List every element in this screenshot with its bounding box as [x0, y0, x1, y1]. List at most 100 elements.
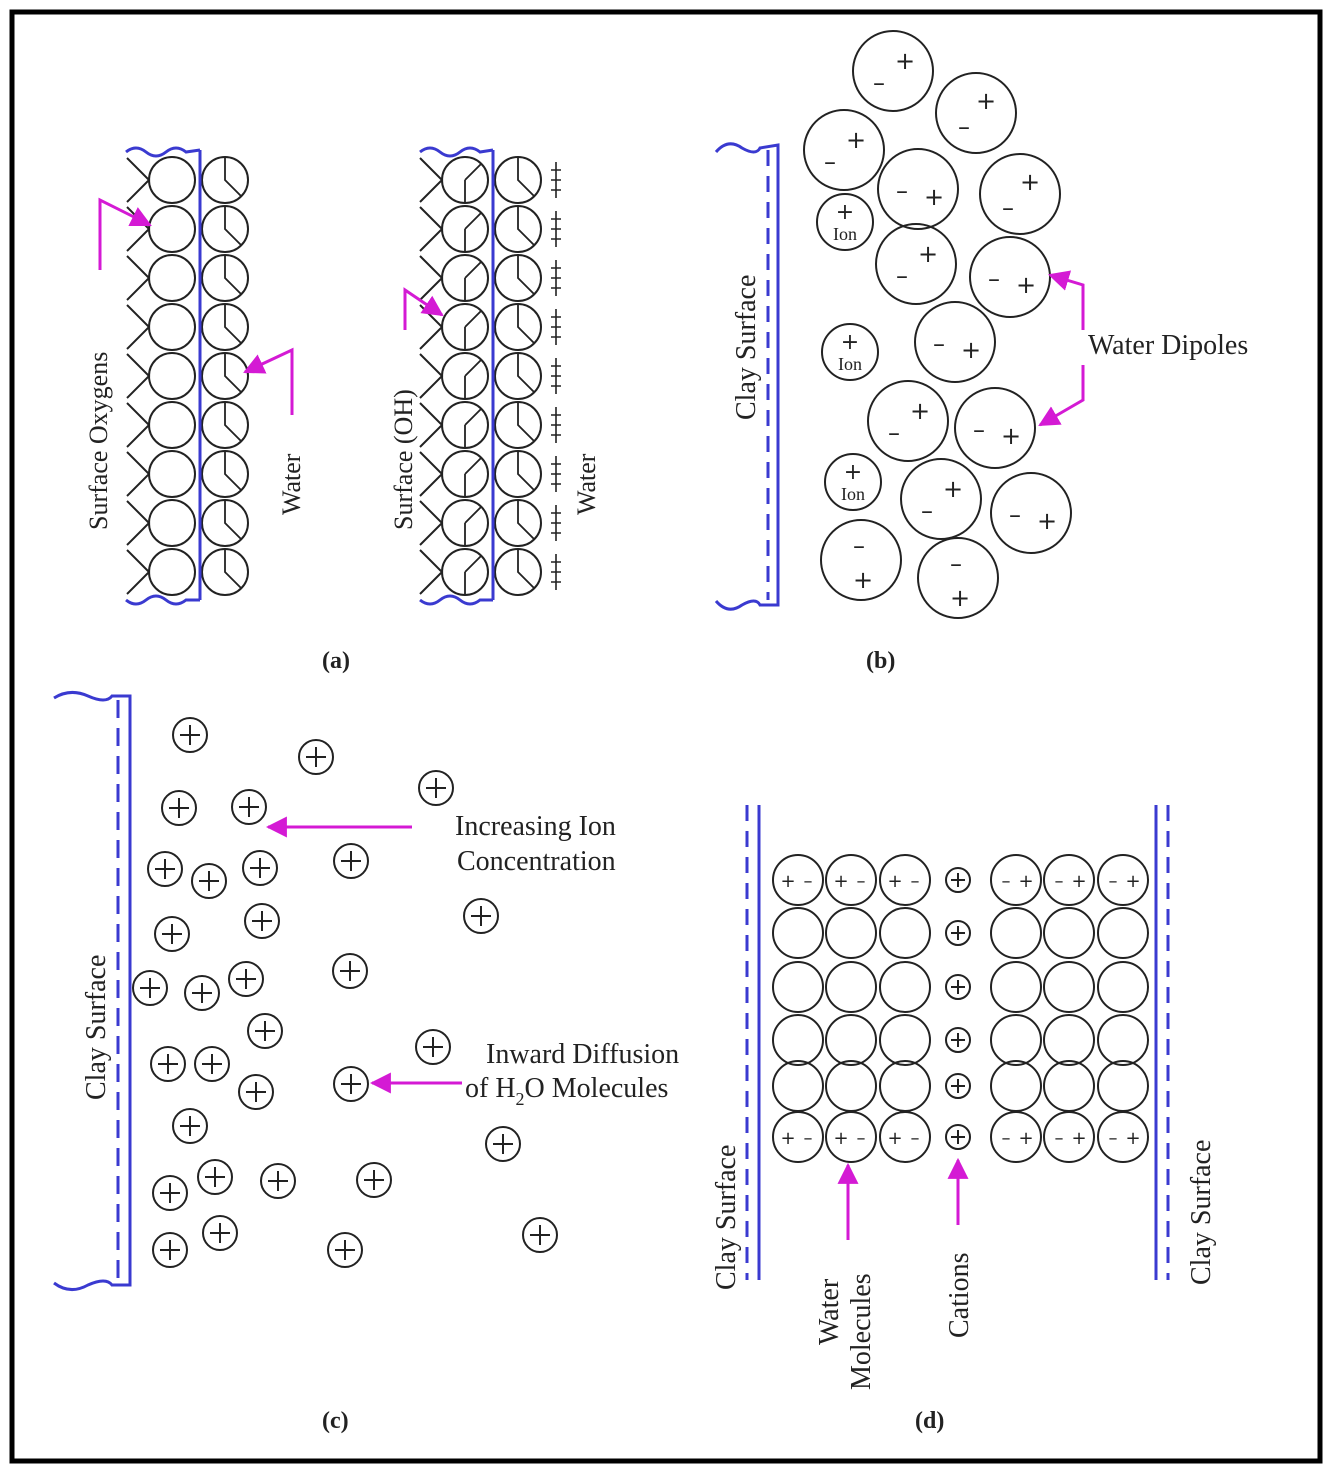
a2-zigzag-8 — [419, 549, 444, 595]
water-molecule-2-4 — [1043, 961, 1095, 1013]
a2-zigzag-6 — [419, 451, 444, 497]
label-concentration: Concentration — [457, 846, 616, 877]
water-dipole-1 — [935, 72, 1017, 154]
water-molecule-1-3 — [990, 907, 1042, 959]
a1-zigzag-7 — [126, 500, 151, 546]
dipole-minus-6: – — [988, 265, 1000, 293]
cation-d-plus-4 — [951, 1079, 965, 1093]
dipole-plus-7: + — [961, 336, 981, 364]
water-molecule-5-3 — [990, 1111, 1042, 1163]
cation-plus-4 — [239, 797, 259, 817]
dipole-plus-10: + — [943, 475, 963, 503]
a1-water-bond-8 — [224, 549, 242, 589]
cation-plus-2 — [426, 778, 446, 798]
cation-5 — [147, 851, 183, 887]
a2-h-ticks-6 — [551, 456, 561, 492]
cation-plus-27 — [160, 1183, 180, 1203]
caption-a: (a) — [322, 648, 350, 674]
wm-sign-b-0-2: – — [911, 871, 920, 892]
a2-h-ticks-5 — [551, 407, 561, 443]
ion-label-0: Ion — [833, 224, 857, 244]
a1-water-bond-1 — [224, 206, 242, 246]
cation-10 — [154, 916, 190, 952]
wm-sign-b-5-4: + — [1071, 1128, 1086, 1149]
wm-sign-a-0-2: + — [887, 871, 902, 892]
dipole-minus-4: – — [1002, 194, 1014, 222]
label-inward-diffusion: Inward Diffusion — [486, 1039, 679, 1070]
water-molecule-5-1 — [825, 1111, 877, 1163]
wm-sign-a-5-0: + — [780, 1128, 795, 1149]
ion-plus-2: + — [844, 460, 862, 485]
surface-bracket-a2-bottom — [419, 594, 493, 606]
a1-water-bond-0 — [224, 157, 242, 197]
dipole-minus-10: – — [921, 497, 933, 525]
cation-d-4 — [945, 1073, 971, 1099]
wm-sign-b-0-4: + — [1071, 871, 1086, 892]
surface-bracket-a2 — [419, 146, 494, 158]
dipole-plus-4: + — [1020, 168, 1040, 196]
cation-14 — [228, 961, 264, 997]
cation-plus-12 — [140, 978, 160, 998]
water-molecule-0-3 — [990, 854, 1042, 906]
cation-d-plus-1 — [951, 926, 965, 940]
a2-h-ticks-1 — [551, 211, 561, 247]
cation-d-5 — [945, 1124, 971, 1150]
wm-sign-a-5-2: + — [887, 1128, 902, 1149]
cation-23 — [485, 1126, 521, 1162]
water-molecule-4-0 — [772, 1060, 824, 1112]
ion-circle-1 — [821, 323, 879, 381]
cation-1 — [298, 739, 334, 775]
water-molecule-0-5 — [1097, 854, 1149, 906]
cation-plus-28 — [210, 1223, 230, 1243]
h2o-suffix: O Molecules — [525, 1073, 669, 1104]
dipole-plus-9: + — [1001, 422, 1021, 450]
water-molecule-3-2 — [879, 1014, 931, 1066]
a1-oxygen-2 — [148, 254, 196, 302]
label-clay-surface-c: Clay Surface — [81, 955, 112, 1100]
label-water-a2: Water — [572, 453, 601, 515]
a1-zigzag-3 — [126, 304, 151, 350]
a2-oh-bond-1 — [464, 212, 482, 252]
a2-h-ticks-7 — [551, 505, 561, 541]
water-molecule-1-0 — [772, 907, 824, 959]
surface-oh-stack — [419, 156, 561, 596]
a1-zigzag-2 — [126, 255, 151, 301]
clay-surface-bracket-b — [714, 142, 780, 611]
cation-d-plus-3 — [951, 1033, 965, 1047]
dipole-minus-1: – — [958, 113, 970, 141]
a2-h-ticks-4 — [551, 358, 561, 394]
water-molecule-3-3 — [990, 1014, 1042, 1066]
cation-d-plus-5 — [951, 1130, 965, 1144]
cation-plus-10 — [162, 924, 182, 944]
caption-c: (c) — [322, 1408, 349, 1434]
arrow-water-dipoles-upper — [1047, 270, 1085, 330]
dipole-plus-8: + — [910, 397, 930, 425]
label-surface-oh: Surface (OH) — [389, 389, 418, 530]
cation-26 — [356, 1162, 392, 1198]
water-molecule-2-5 — [1097, 961, 1149, 1013]
cation-plus-21 — [423, 1037, 443, 1057]
cation-plus-30 — [335, 1240, 355, 1260]
a2-h-ticks-8 — [551, 554, 561, 590]
water-dipole-3 — [877, 148, 959, 230]
label-water-dipoles: Water Dipoles — [1088, 330, 1248, 361]
cation-2 — [418, 770, 454, 806]
dipole-plus-5: + — [918, 240, 938, 268]
cation-plus-29 — [160, 1240, 180, 1260]
a2-water-bond-1 — [517, 206, 535, 246]
cation-cloud — [132, 717, 558, 1268]
cation-20 — [333, 1066, 369, 1102]
ion-label-1: Ion — [838, 354, 862, 374]
a1-water-bond-6 — [224, 451, 242, 491]
water-molecule-4-3 — [990, 1060, 1042, 1112]
dipole-minus-2: – — [824, 148, 836, 176]
wm-sign-a-0-0: + — [780, 871, 795, 892]
a2-zigzag-0 — [419, 157, 444, 203]
cation-d-plus-0 — [951, 873, 965, 887]
label-molecules: Molecules — [846, 1273, 877, 1390]
a2-h-ticks-0 — [551, 162, 561, 198]
dipole-plus-6: + — [1016, 271, 1036, 299]
dipole-minus-9: – — [973, 416, 985, 444]
arrow-water-a1 — [243, 347, 294, 415]
a2-oh-bond-4 — [464, 359, 482, 399]
